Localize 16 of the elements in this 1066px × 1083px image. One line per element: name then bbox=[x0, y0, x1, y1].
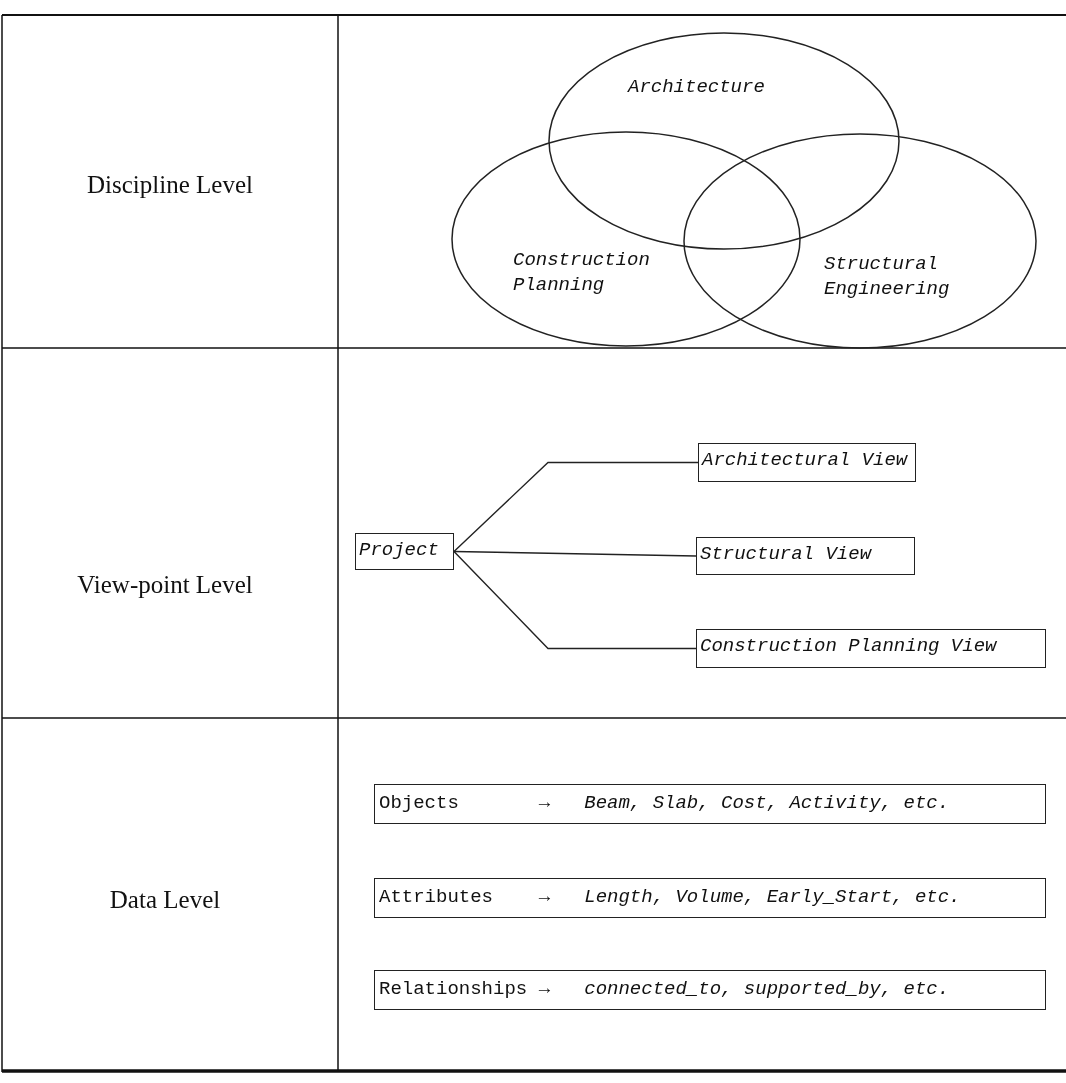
view-box: Construction Planning View bbox=[696, 629, 1046, 668]
level-label: Data Level bbox=[109, 886, 221, 914]
view-box: Structural View bbox=[696, 537, 915, 575]
connector-line bbox=[453, 461, 699, 553]
discipline-label: Architecture bbox=[628, 75, 766, 100]
level-label: Discipline Level bbox=[87, 171, 253, 199]
discipline-label: Structural Engineering bbox=[824, 252, 951, 302]
data-type-box: Objects → Beam, Slab, Cost, Activity, etc. bbox=[374, 784, 1046, 824]
discipline-label: Construction Planning bbox=[513, 248, 651, 298]
data-type-box: Relationships → connected_to, supported_by, etc. bbox=[374, 970, 1046, 1010]
connector-line bbox=[453, 550, 697, 557]
connector-line bbox=[453, 550, 697, 650]
level-label: View-point Level bbox=[77, 571, 253, 599]
project-box: Project bbox=[355, 533, 454, 570]
data-type-box: Attributes → Length, Volume, Early_Start, etc. bbox=[374, 878, 1046, 918]
view-box: Architectural View bbox=[698, 443, 916, 482]
